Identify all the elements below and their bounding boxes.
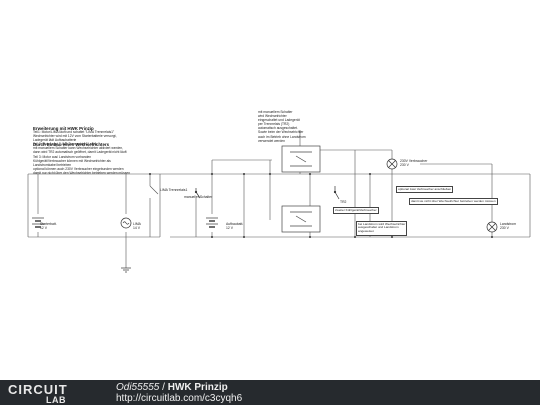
description-note: Teil1: Motor/LIMA läuft und schaltet "LI… <box>33 130 131 175</box>
title-separator: / <box>159 382 168 393</box>
lima-generator-symbol <box>120 217 132 229</box>
shore-lamp-label: Landstrom 230 V <box>500 222 517 230</box>
inverter-lamp-symbol <box>386 158 398 170</box>
tr2-label: TR2 <box>340 200 347 204</box>
relay-note: mit manuellem Schalter wird Wechselricht… <box>258 110 306 143</box>
junction-dots <box>149 173 493 238</box>
inverter-lamp-label: 230V Verbraucher 230 V <box>400 159 428 167</box>
shore-lamp-symbol <box>486 221 498 233</box>
circuit-title: HWK Prinzip <box>167 382 228 393</box>
schematic-wiring <box>27 130 531 273</box>
author-link[interactable]: Odi55555 <box>116 382 160 393</box>
lima-relay-label: LIMA Trennrelais1 <box>160 188 188 192</box>
footer-title-line: Odi55555 / HWK Prinzip <box>116 382 228 393</box>
title-line-1: Erweiterung mit HWK Prinzip <box>33 126 94 132</box>
starter-battery-symbol <box>32 217 44 228</box>
charger-callout: zweiter Kühlgerät/Verbraucher <box>333 207 379 214</box>
schematic-canvas: Erweiterung mit HWK Prinzip Durch Einbau… <box>27 110 531 273</box>
circuitlab-logo[interactable]: CIRCUIT <box>8 382 68 397</box>
ground-symbol <box>121 267 131 273</box>
tr2-switch-symbol <box>333 186 340 200</box>
title-line-2: Durch Einbau eines Wechselrichters <box>33 142 110 148</box>
manual-switch-symbol <box>194 188 201 199</box>
manual-switch-label: manueller Schalter <box>184 195 213 199</box>
relay-upper-box <box>281 145 321 173</box>
circuit-url-link[interactable]: http://circuitlab.com/c3cyqh6 <box>116 393 243 404</box>
optional-callout: optional zwei Verbraucher anschließen <box>396 186 454 193</box>
circuitlab-logo-sub: LAB <box>46 395 66 405</box>
relay-lower-box <box>281 205 321 233</box>
shore-callout: bei Landstrom wird Wechselrichter ausges… <box>356 221 408 236</box>
starter-battery-label: Starterbatt. 12 V <box>40 222 57 230</box>
aux-battery-symbol <box>206 217 218 228</box>
inverter-only-callout: damit sie nicht über Wechselrichter betr… <box>409 198 498 205</box>
aux-battery-label: Aufbaubatt. 12 V <box>226 222 244 230</box>
lima-label: LIMA 14 V <box>133 222 141 230</box>
footer-bar: CIRCUIT LAB Odi55555 / HWK Prinzip http:… <box>0 380 540 405</box>
diagram-title: Erweiterung mit HWK Prinzip Durch Einbau… <box>33 116 109 158</box>
